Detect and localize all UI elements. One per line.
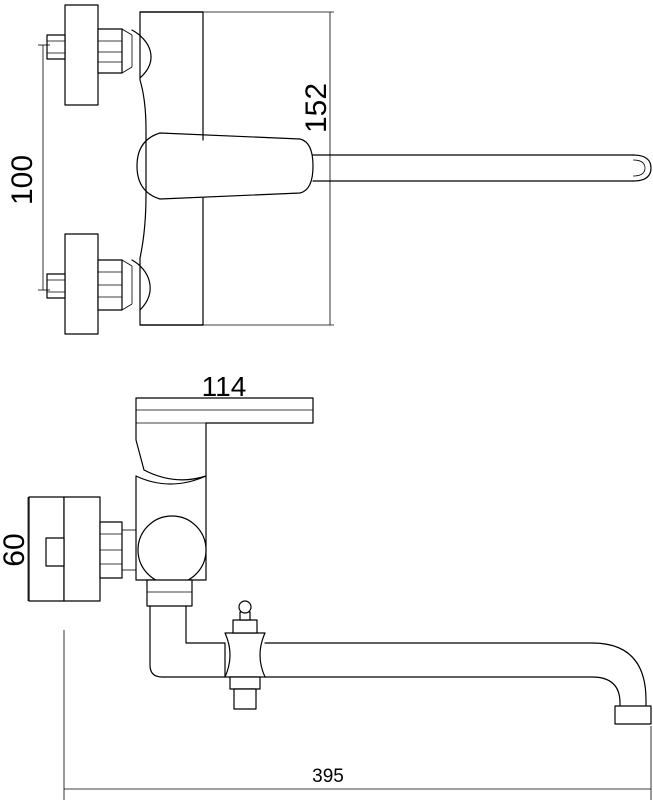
top-view-body bbox=[139, 11, 204, 326]
dim-label-body-height: 60 bbox=[0, 533, 31, 566]
side-view-shower-outlet bbox=[233, 688, 257, 710]
dim-label-lever-length: 114 bbox=[202, 371, 247, 402]
side-view-long-spout bbox=[264, 642, 647, 707]
top-view-hex-nut-upper bbox=[97, 28, 123, 74]
side-view: 114 60 395 bbox=[0, 371, 652, 800]
top-view-eccentric-lower bbox=[131, 259, 151, 311]
side-view-diverter-collar bbox=[232, 619, 258, 634]
side-view-aerator bbox=[614, 705, 652, 725]
top-view-lever-handle bbox=[136, 132, 314, 200]
top-view-eccentric-upper bbox=[131, 29, 152, 79]
side-view-outlet-nut bbox=[146, 579, 193, 607]
top-view: 100 152 bbox=[6, 4, 652, 335]
side-view-cartridge-circle bbox=[137, 515, 207, 585]
side-view-lower-pipe bbox=[149, 605, 226, 678]
side-view-lever-handle bbox=[135, 397, 314, 481]
side-view-diverter-knob bbox=[238, 600, 252, 614]
top-view-inlet-stub-lower bbox=[46, 273, 66, 299]
top-view-wall-plate-lower bbox=[64, 233, 99, 335]
side-view-inlet-stub bbox=[45, 537, 65, 567]
dim-label-spacing: 100 bbox=[6, 155, 39, 205]
side-view-diverter bbox=[224, 632, 266, 678]
dim-label-height-top: 152 bbox=[300, 83, 333, 133]
top-view-wall-plate-upper bbox=[64, 4, 99, 106]
side-view-flange bbox=[63, 496, 101, 602]
top-view-inlet-stub-upper bbox=[46, 34, 66, 60]
dim-label-overall-length: 395 bbox=[312, 766, 344, 787]
